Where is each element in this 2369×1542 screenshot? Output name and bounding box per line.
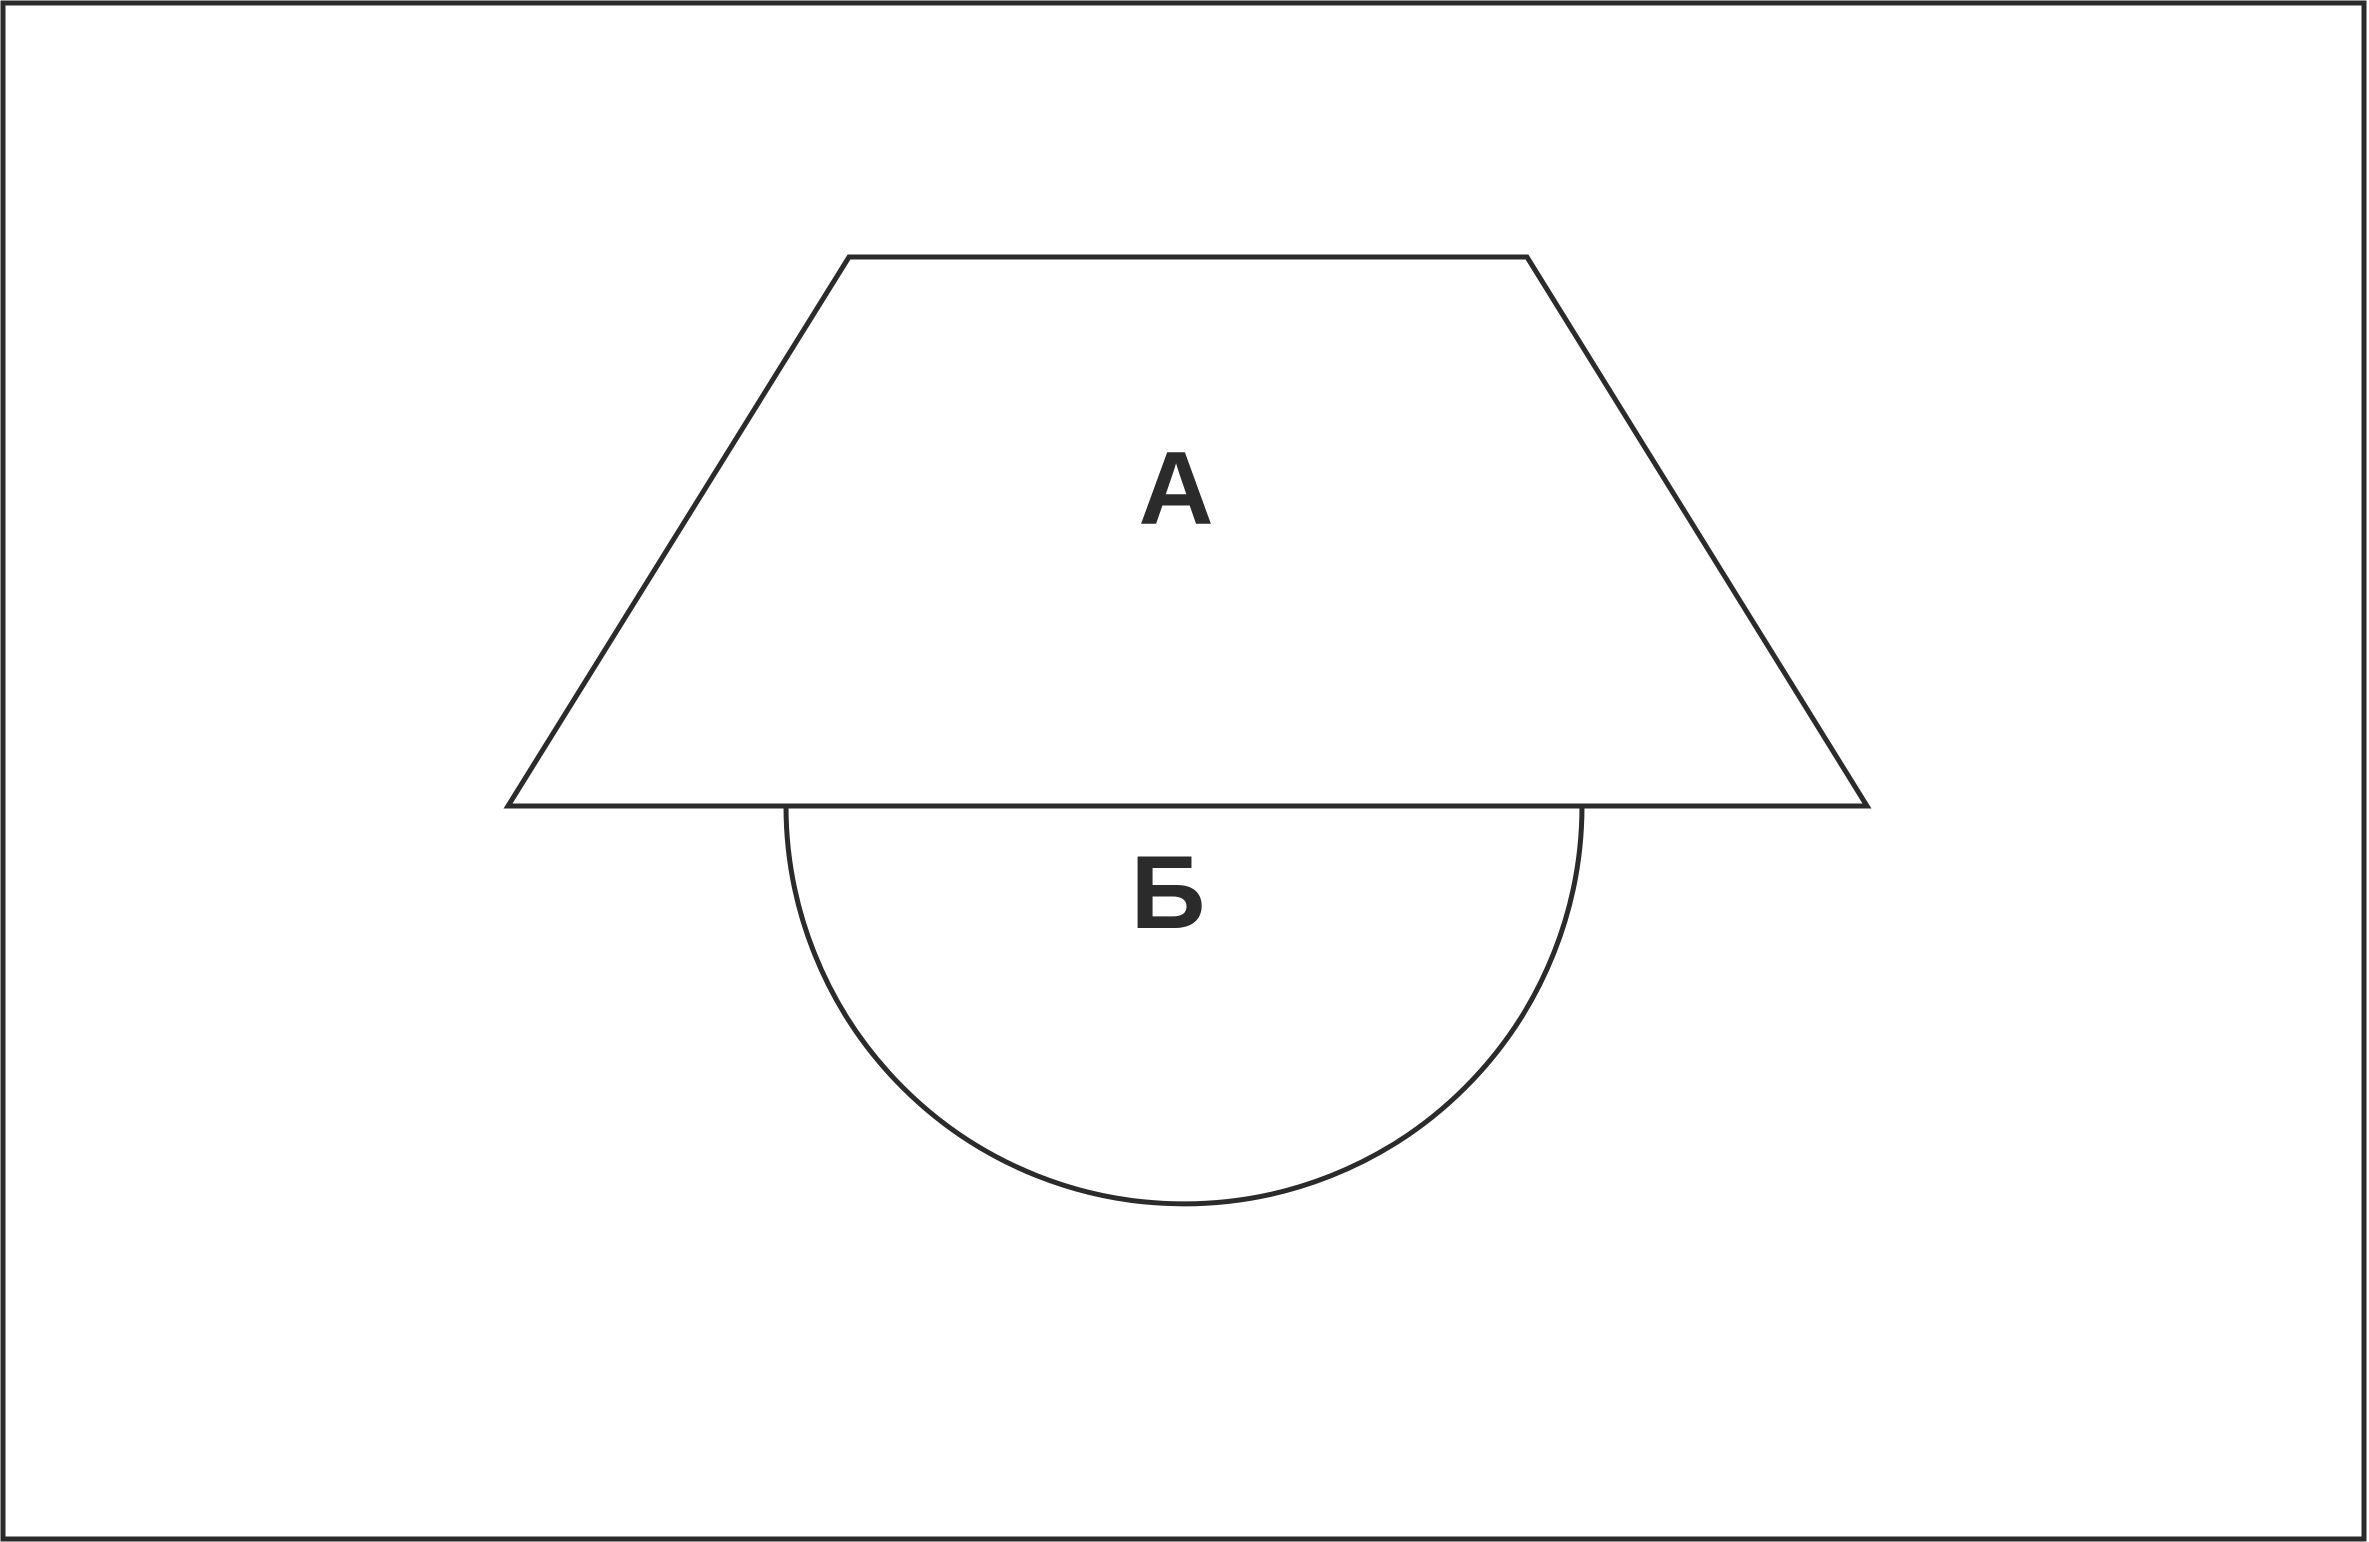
label-semicircle: Б [1131,835,1206,951]
label-trapezoid: А [1138,431,1213,547]
trapezoid-shape [503,254,1872,809]
semicircle-shape [783,805,1585,1207]
